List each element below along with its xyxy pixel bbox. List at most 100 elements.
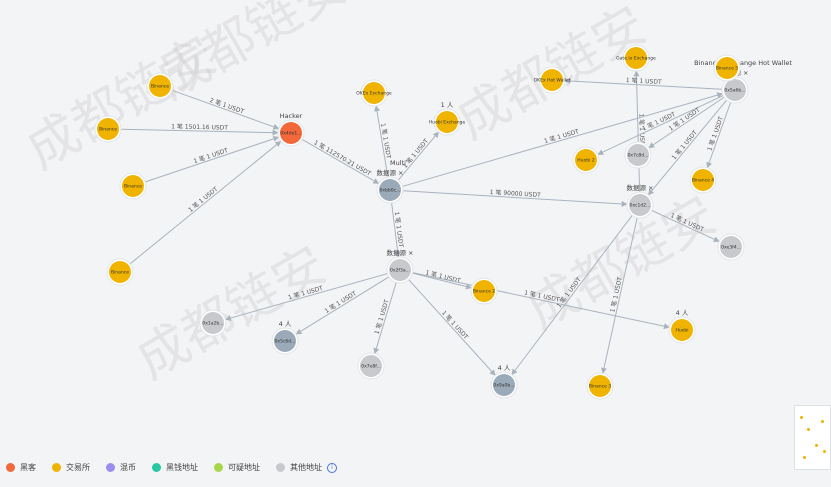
node-circle [493, 374, 515, 396]
edge-hub1-f[interactable] [396, 131, 440, 182]
edge-hub2-l[interactable] [407, 277, 496, 376]
node-m[interactable]: 0xe3f4... [717, 233, 745, 261]
legend-item[interactable]: 黑钱地址 [152, 462, 198, 473]
edge-hub2-g[interactable] [410, 272, 472, 290]
node-n[interactable]: Binance 3 [586, 372, 614, 400]
node-label: 数据源 × [626, 183, 653, 192]
edge-label: 1 笔 90000 USDT [489, 188, 541, 199]
node-c[interactable]: Binance [119, 172, 147, 200]
minimap[interactable] [794, 405, 831, 470]
edge-hub4-p[interactable] [564, 78, 725, 90]
legend-label: 混币 [120, 463, 136, 472]
node-circle [575, 149, 597, 171]
edge-hub4-q[interactable] [597, 94, 726, 155]
node-circle [627, 144, 649, 166]
legend-item[interactable]: 黑客 [6, 462, 36, 473]
node-text: Huobi [675, 328, 688, 334]
edge-hacker-hub1[interactable] [300, 138, 380, 184]
node-layer: BinanceBinanceBinanceBinance0x4de1...Hac… [94, 44, 792, 400]
edge-hub3-n[interactable] [601, 215, 639, 374]
node-text: 0xbb0c... [380, 188, 401, 194]
edge-hub2-i[interactable] [295, 275, 391, 335]
node-hub4[interactable]: 0x5a6b...数据源 ×Binance: Exchange Hot Wall… [694, 59, 792, 104]
node-p[interactable]: OKEx Hot Wallet [534, 66, 571, 94]
node-text: 0x1a2b... [202, 321, 223, 327]
legend-item[interactable]: 交易所 [52, 462, 90, 473]
info-circle-icon[interactable]: i [327, 462, 337, 473]
edge-hub3-l[interactable] [511, 213, 634, 376]
node-a[interactable]: Binance [146, 72, 174, 100]
edge-label: 1 笔 1 USDT [440, 309, 470, 341]
edge-hub4-r[interactable] [706, 100, 732, 169]
node-text: Binance 5 [716, 66, 738, 72]
edge-c-hacker[interactable] [143, 136, 280, 183]
edge-label: 1 笔 1 USDT [638, 113, 647, 149]
node-circle [724, 79, 746, 101]
node-d[interactable]: Binance [106, 258, 134, 286]
node-circle [720, 236, 742, 258]
edge-label: 1 笔 1 USDT [626, 76, 663, 86]
node-sublabel: Multi [390, 159, 406, 167]
node-r[interactable]: Binance 4 [689, 166, 717, 194]
edge-hub4-s[interactable] [648, 95, 727, 149]
node-hub1[interactable]: 0xbb0c...数据源 ×Multi [376, 159, 406, 204]
edge-label: 1 笔 1 USDT [670, 128, 699, 161]
legend-dot [6, 463, 15, 472]
node-label: 4 人 [498, 364, 511, 372]
node-label: 4 人 [279, 320, 292, 328]
edge-hub4-hub3[interactable] [647, 98, 729, 196]
minimap-dot [800, 416, 803, 419]
node-text: Binance 2 [473, 289, 495, 295]
node-b[interactable]: Binance [94, 115, 122, 143]
legend-item[interactable]: 混币 [106, 462, 136, 473]
node-g[interactable]: Binance 2 [470, 277, 498, 305]
edge-hub1-hub3[interactable] [400, 190, 628, 207]
node-hacker[interactable]: 0x4de1... Hacker [277, 112, 305, 147]
edge-hub3-o[interactable] [633, 70, 641, 195]
node-hub2[interactable]: 0x2f3a...数据源 × [386, 248, 414, 284]
legend-dot [152, 463, 161, 472]
edge-hub3-m[interactable] [649, 209, 720, 243]
node-q[interactable]: Huobi 2 [572, 146, 600, 174]
node-text: 0x7e8f... [361, 364, 381, 370]
node-h[interactable]: 0x1a2b... [199, 309, 227, 337]
legend-label: 黑钱地址 [166, 463, 198, 472]
node-text: Binance 3 [589, 384, 611, 390]
edge-hub1-hub4[interactable] [400, 92, 724, 188]
node-t[interactable]: Binance 5 [713, 54, 741, 82]
edge-b-hacker[interactable] [118, 128, 279, 136]
edge-label: 1 笔 112570.21 USDT [313, 138, 373, 177]
node-circle [360, 355, 382, 377]
legend-item[interactable]: 可疑地址 [214, 462, 260, 473]
node-e[interactable]: OKEx Exchange [356, 79, 392, 107]
node-text: Binance 4 [692, 178, 714, 184]
node-text: Huobi Exchange [429, 120, 466, 126]
legend-label: 交易所 [66, 463, 90, 472]
node-circle [692, 169, 714, 191]
node-text: 0x4de1... [280, 131, 301, 137]
node-o[interactable]: Gate.io Exchange [616, 44, 656, 72]
edge-a-hacker[interactable] [170, 89, 280, 130]
edge-hub2-k[interactable] [410, 271, 670, 330]
edge-hub2-h[interactable] [224, 272, 390, 321]
edge-hub1-hub2[interactable] [390, 200, 401, 258]
node-l[interactable]: 0x9a0b... 4 人 [490, 364, 518, 399]
node-i[interactable]: 0x5c6d...4 人 [271, 320, 299, 355]
node-hub3[interactable]: 0xc1d2...数据源 × [626, 183, 654, 219]
node-circle [274, 330, 296, 352]
legend-label: 其他地址 [290, 463, 322, 472]
node-j[interactable]: 0x7e8f... [357, 352, 385, 380]
node-s[interactable]: 0x7c8d... [624, 141, 652, 169]
edge-label: 1 笔 1501.16 USDT [171, 122, 228, 131]
edge-d-hacker[interactable] [128, 140, 282, 266]
node-circle [629, 194, 651, 216]
node-text: 0x9a0b... [493, 383, 514, 389]
node-circle [109, 261, 131, 283]
legend-item[interactable]: 其他地址 i [276, 462, 337, 473]
edge-hub1-e[interactable] [374, 105, 389, 180]
edge-hub2-j[interactable] [373, 280, 398, 355]
node-label: Hacker [280, 112, 303, 120]
